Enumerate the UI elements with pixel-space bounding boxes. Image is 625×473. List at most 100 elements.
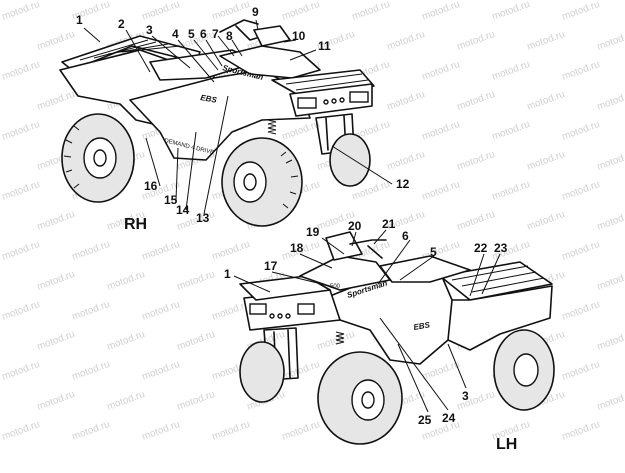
watermark-text: motod.ru bbox=[386, 89, 427, 113]
watermark-text: motod.ru bbox=[71, 299, 112, 323]
lh-rear-rack bbox=[439, 261, 553, 301]
callout-rh-4: 4 bbox=[172, 27, 179, 41]
watermark-text: motod.ru bbox=[71, 239, 112, 263]
view-label-lh: LH bbox=[496, 436, 517, 453]
watermark-text: motod.ru bbox=[421, 119, 462, 143]
watermark-text: motod.ru bbox=[596, 329, 625, 353]
callout-rh-11: 11 bbox=[318, 39, 331, 53]
watermark-text: motod.ru bbox=[491, 119, 532, 143]
watermark-text: motod.ru bbox=[561, 419, 602, 443]
watermark-text: motod.ru bbox=[561, 299, 602, 323]
callout-lh-24: 24 bbox=[442, 411, 456, 425]
callout-rh-15: 15 bbox=[164, 193, 178, 207]
callout-lh-18: 18 bbox=[290, 241, 304, 255]
rh-body-panel bbox=[129, 69, 311, 161]
callout-rh-8: 8 bbox=[226, 29, 233, 43]
watermark-text: motod.ru bbox=[561, 59, 602, 83]
watermark-text: motod.ru bbox=[561, 359, 602, 383]
callout-rh-3: 3 bbox=[146, 23, 153, 37]
lh-model-decal: 500 bbox=[330, 284, 341, 290]
callout-rh-6: 6 bbox=[200, 27, 207, 41]
rh-headlight-right bbox=[349, 91, 369, 103]
callout-rh-16: 16 bbox=[144, 179, 158, 193]
watermark-text: motod.ru bbox=[71, 359, 112, 383]
watermark-text: motod.ru bbox=[526, 89, 567, 113]
watermark-text: motod.ru bbox=[281, 119, 322, 143]
watermark-text: motod.ru bbox=[141, 419, 182, 443]
rh-pod bbox=[253, 25, 291, 47]
watermark-text: motod.ru bbox=[491, 179, 532, 203]
callout-lh-23: 23 bbox=[494, 241, 508, 255]
rh-front-wheel bbox=[221, 137, 303, 227]
watermark-text: motod.ru bbox=[281, 0, 322, 23]
lh-rear-wheel bbox=[493, 329, 555, 411]
watermark-text: motod.ru bbox=[596, 209, 625, 233]
callout-rh-10: 10 bbox=[292, 29, 306, 43]
watermark-text: motod.ru bbox=[176, 389, 217, 413]
callout-rh-7: 7 bbox=[212, 27, 219, 41]
callout-lh-1: 1 bbox=[224, 267, 231, 281]
watermark-text: motod.ru bbox=[211, 0, 252, 23]
lh-handlebar bbox=[349, 239, 387, 259]
watermark-text: motod.ru bbox=[386, 149, 427, 173]
watermark-text: motod.ru bbox=[596, 149, 625, 173]
watermark-text: motod.ru bbox=[561, 119, 602, 143]
watermark-text: motod.ru bbox=[36, 269, 77, 293]
watermark-text: motod.ru bbox=[526, 29, 567, 53]
watermark-text: motod.ru bbox=[561, 239, 602, 263]
rh-headlight-left bbox=[297, 97, 317, 109]
watermark-text: motod.ru bbox=[526, 149, 567, 173]
watermark-text: motod.ru bbox=[36, 329, 77, 353]
callout-rh-2: 2 bbox=[118, 17, 125, 31]
watermark-text: motod.ru bbox=[1, 119, 42, 143]
callout-lh-17: 17 bbox=[264, 259, 278, 273]
watermark-text: motod.ru bbox=[526, 209, 567, 233]
callout-lh-5: 5 bbox=[430, 245, 437, 259]
watermark-text: motod.ru bbox=[176, 329, 217, 353]
callout-rh-14: 14 bbox=[176, 203, 190, 217]
watermark-text: motod.ru bbox=[596, 29, 625, 53]
watermark-text: motod.ru bbox=[36, 209, 77, 233]
lh-spring bbox=[335, 331, 345, 345]
rh-ebs-decal: EBS bbox=[200, 93, 218, 105]
lh-rear-fender bbox=[429, 285, 553, 351]
watermark-text: motod.ru bbox=[596, 389, 625, 413]
watermark-text: motod.ru bbox=[421, 59, 462, 83]
view-label-rh: RH bbox=[124, 216, 147, 233]
watermark-text: motod.ru bbox=[1, 0, 42, 23]
lh-headlight-right bbox=[297, 303, 315, 315]
rh-spring bbox=[267, 119, 277, 135]
watermark-text: motod.ru bbox=[1, 239, 42, 263]
watermark-text: motod.ru bbox=[141, 0, 182, 23]
watermark-text: motod.ru bbox=[456, 29, 497, 53]
watermark-text: motod.ru bbox=[421, 179, 462, 203]
callout-rh-13: 13 bbox=[196, 211, 210, 225]
callout-lh-22: 22 bbox=[474, 241, 488, 255]
watermark-text: motod.ru bbox=[456, 149, 497, 173]
atv-lh-view: Sportsman 500 EBS bbox=[239, 231, 555, 445]
lh-ebs-decal: EBS bbox=[413, 320, 431, 332]
callout-lh-20: 20 bbox=[348, 219, 362, 233]
callout-rh-12: 12 bbox=[396, 177, 410, 191]
watermark-text: motod.ru bbox=[281, 419, 322, 443]
lh-front-wheel bbox=[317, 351, 403, 445]
lh-front-rack bbox=[239, 275, 331, 301]
atv-rh-view: Sportsman EBS DEMAND 4 DRIVE bbox=[59, 19, 375, 227]
watermark-text: motod.ru bbox=[491, 59, 532, 83]
watermark-text: motod.ru bbox=[211, 239, 252, 263]
watermark-text: motod.ru bbox=[141, 359, 182, 383]
watermark-text: motod.ru bbox=[1, 59, 42, 83]
watermark-text: motod.ru bbox=[36, 389, 77, 413]
watermark-text: motod.ru bbox=[1, 359, 42, 383]
watermark-text: motod.ru bbox=[1, 299, 42, 323]
watermark-text: motod.ru bbox=[596, 89, 625, 113]
watermark-text: motod.ru bbox=[491, 0, 532, 23]
callout-rh-5: 5 bbox=[188, 27, 195, 41]
lh-pod bbox=[325, 231, 363, 261]
watermark-text: motod.ru bbox=[1, 179, 42, 203]
callout-rh-9: 9 bbox=[252, 5, 259, 19]
watermark-text: motod.ru bbox=[456, 89, 497, 113]
